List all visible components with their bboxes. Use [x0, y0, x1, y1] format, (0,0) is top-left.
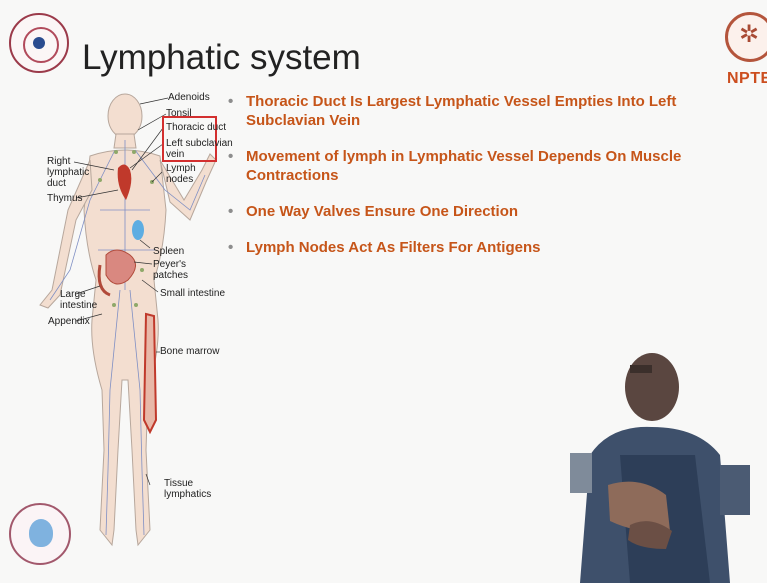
- label-adenoids: Adenoids: [168, 92, 210, 103]
- bullet-dot-icon: •: [228, 147, 233, 166]
- bullet-dot-icon: •: [228, 92, 233, 111]
- label-tissue-lymphatics: Tissue lymphatics: [164, 478, 211, 500]
- nptel-wordmark: NPTEL: [727, 70, 767, 88]
- presenter-video: [570, 335, 767, 583]
- label-spleen: Spleen: [153, 246, 184, 257]
- label-lymph-nodes: Lymph nodes: [166, 163, 196, 185]
- label-left-subclavian-vein: Left subclavian vein: [166, 138, 233, 160]
- nptel-logo: ✲: [725, 12, 767, 62]
- bullet-list: • Thoracic Duct Is Largest Lymphatic Ves…: [228, 92, 743, 274]
- label-appendix: Appendix: [48, 316, 90, 327]
- bullet-item: • Movement of lymph in Lymphatic Vessel …: [228, 147, 743, 185]
- label-peyers-patches: Peyer's patches: [153, 259, 188, 281]
- label-large-intestine: Large intestine: [60, 289, 97, 311]
- bullet-item: • Thoracic Duct Is Largest Lymphatic Ves…: [228, 92, 743, 130]
- institute-logo: [9, 13, 69, 73]
- slide-title: Lymphatic system: [82, 38, 361, 78]
- label-small-intestine: Small intestine: [160, 288, 225, 299]
- department-logo: [9, 503, 71, 565]
- label-right-lymphatic-duct: Right lymphatic duct: [47, 156, 89, 189]
- label-thymus: Thymus: [47, 193, 83, 204]
- bullet-item: • One Way Valves Ensure One Direction: [228, 202, 743, 221]
- bullet-dot-icon: •: [228, 238, 233, 257]
- bullet-dot-icon: •: [228, 202, 233, 221]
- label-thoracic-duct: Thoracic duct: [166, 122, 226, 133]
- label-tonsil: Tonsil: [166, 108, 192, 119]
- label-bone-marrow: Bone marrow: [160, 346, 219, 357]
- bullet-item: • Lymph Nodes Act As Filters For Antigen…: [228, 238, 743, 257]
